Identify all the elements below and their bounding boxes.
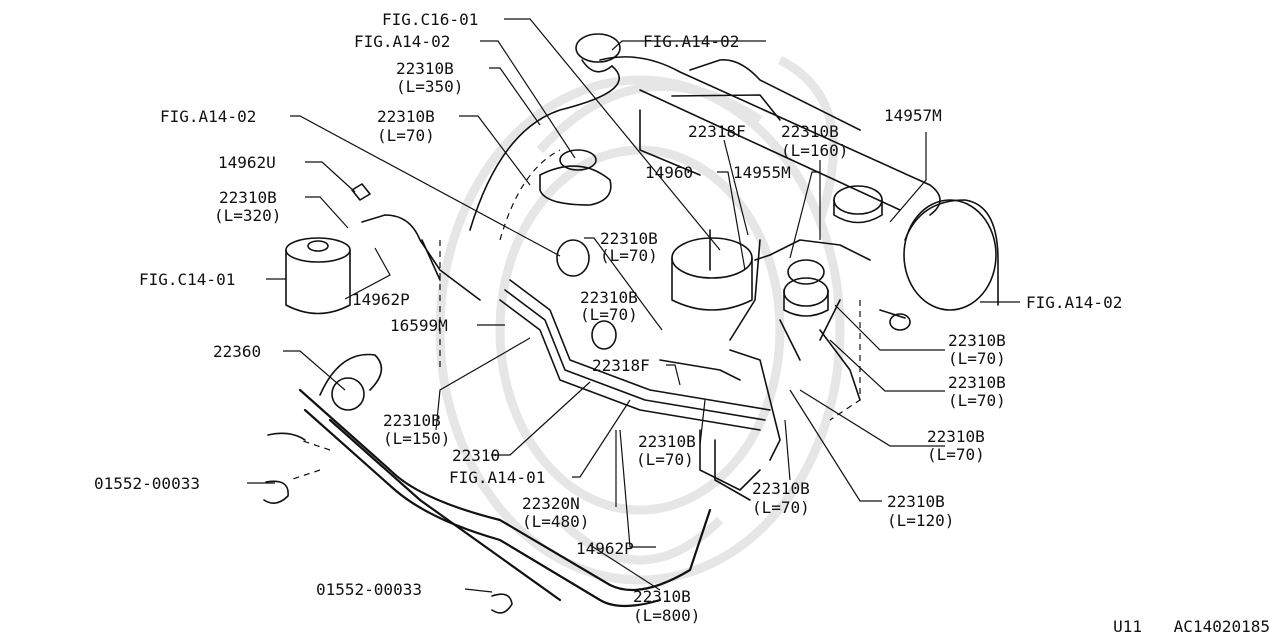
length-label: (L=70) (580, 305, 638, 324)
part-22320n-label: 22320N (522, 494, 580, 513)
part-22310b-label: 22310B (580, 288, 638, 307)
length-label: (L=160) (781, 141, 848, 160)
part-22310b-label: 22310B (948, 373, 1006, 392)
part-22310b-label: 22310B (948, 331, 1006, 350)
part-01552-00033-label: 01552-00033 (94, 474, 200, 493)
length-label: (L=120) (887, 511, 954, 530)
diagram-reference: AC14020185 (1173, 617, 1270, 636)
part-22310-label: 22310 (452, 446, 500, 465)
length-label: (L=70) (948, 391, 1006, 410)
part-14962p-label: 14962P (576, 539, 634, 558)
part-22310b-label: 22310B (887, 492, 945, 511)
part-14962u-label: 14962U (218, 153, 276, 172)
fig-a14-02-label-right[interactable]: FIG.A14-02 (1026, 293, 1122, 312)
part-14957m-label: 14957M (884, 106, 942, 125)
part-22318f-label: 22318F (592, 356, 650, 375)
part-labels: FIG.C16-01 FIG.A14-02 FIG.A14-02 22310B … (94, 10, 1122, 625)
part-22310b-label: 22310B (752, 479, 810, 498)
length-label: (L=70) (927, 445, 985, 464)
part-14960-label: 14960 (645, 163, 693, 182)
fig-a14-02-label-top-right[interactable]: FIG.A14-02 (643, 32, 739, 51)
part-16599m-label: 16599M (390, 316, 448, 335)
part-22310b-label: 22310B (927, 427, 985, 446)
length-label: (L=350) (396, 77, 463, 96)
length-label: (L=70) (636, 450, 694, 469)
length-label: (L=70) (948, 349, 1006, 368)
length-label: (L=70) (600, 246, 658, 265)
diagram-code: U11 (1113, 617, 1143, 636)
leader-lines (247, 18, 1020, 593)
length-label: (L=480) (522, 512, 589, 531)
length-label: (L=70) (377, 126, 435, 145)
fig-a14-01-label[interactable]: FIG.A14-01 (449, 468, 545, 487)
part-22310b-label: 22310B (396, 59, 454, 78)
part-22310b-label: 22310B (377, 107, 435, 126)
fig-c16-01-label[interactable]: FIG.C16-01 (382, 10, 478, 29)
part-22310b-label: 22310B (600, 229, 658, 248)
part-22360-label: 22360 (213, 342, 261, 361)
part-22310b-label: 22310B (383, 411, 441, 430)
diagram-footer: U11 AC14020185 (1091, 617, 1270, 636)
part-22310b-label: 22310B (633, 587, 691, 606)
fig-c14-01-label[interactable]: FIG.C14-01 (139, 270, 235, 289)
length-label: (L=800) (633, 606, 700, 625)
length-label: (L=150) (383, 429, 450, 448)
part-14955m-label: 14955M (733, 163, 791, 182)
part-22310b-label: 22310B (781, 122, 839, 141)
fig-a14-02-label-top-left[interactable]: FIG.A14-02 (354, 32, 450, 51)
length-label: (L=70) (752, 498, 810, 517)
length-label: (L=320) (214, 206, 281, 225)
part-22310b-label: 22310B (638, 432, 696, 451)
part-01552-00033-label: 01552-00033 (316, 580, 422, 599)
part-14962p-label: 14962P (352, 290, 410, 309)
part-22318f-label: 22318F (688, 122, 746, 141)
fig-a14-02-label-left[interactable]: FIG.A14-02 (160, 107, 256, 126)
part-22310b-label: 22310B (219, 188, 277, 207)
